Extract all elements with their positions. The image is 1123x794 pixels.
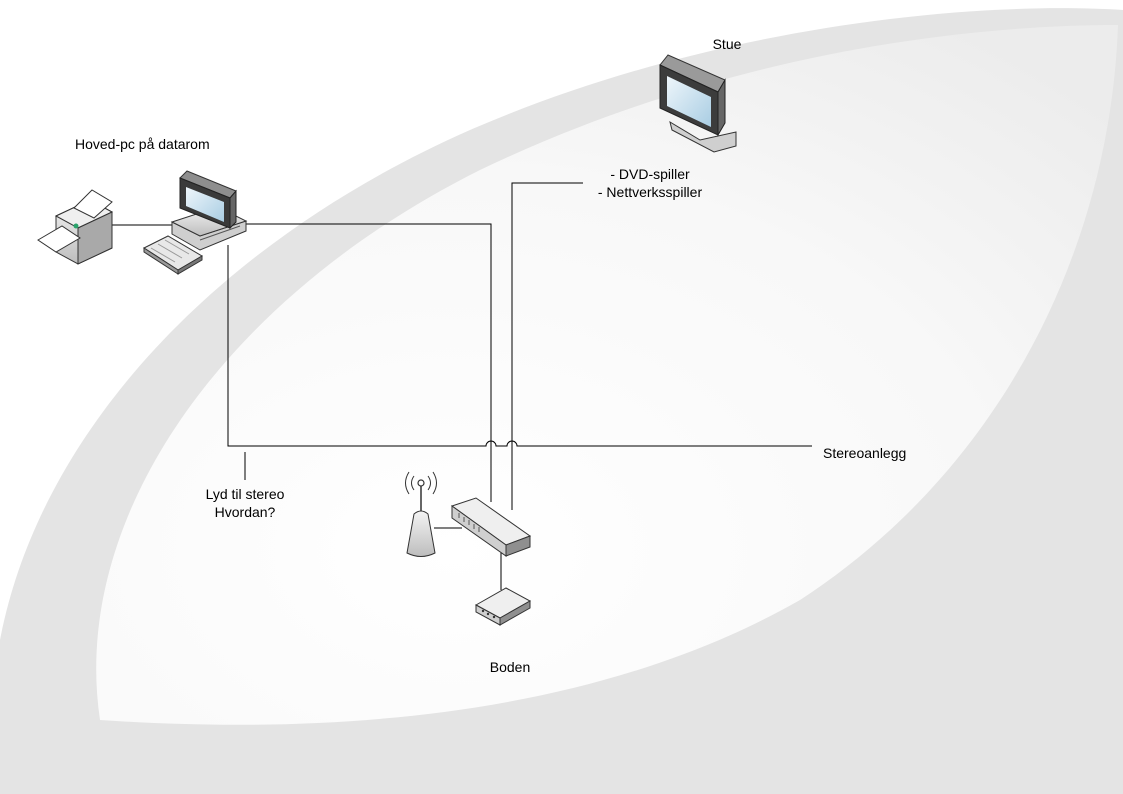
boden-label: Boden xyxy=(489,659,531,675)
stue-label: Stue xyxy=(712,36,742,52)
monitor-icon xyxy=(659,54,737,153)
network-switch-icon xyxy=(450,497,532,557)
modem-icon xyxy=(474,587,532,626)
stue-switch-link xyxy=(511,182,583,510)
stue-devices-list: - DVD-spiller - Nettverksspiller xyxy=(570,165,730,201)
devices-line-2: - Nettverksspiller xyxy=(597,184,703,200)
connection-lines xyxy=(110,182,812,590)
audio-note: Lyd til stereo Hvordan? xyxy=(185,485,305,521)
desktop-computer-icon xyxy=(170,170,248,251)
wireless-access-point-icon xyxy=(405,471,437,557)
devices-line-1: - DVD-spiller xyxy=(610,166,690,182)
pc-stereo-link xyxy=(227,245,812,447)
keyboard-icon xyxy=(142,235,203,275)
pc-switch-link xyxy=(245,223,492,502)
audio-line-2: Hvordan? xyxy=(214,504,276,520)
main-pc-label: Hoved-pc på datarom xyxy=(75,136,210,152)
audio-line-1: Lyd til stereo xyxy=(205,486,285,502)
background-swoosh xyxy=(0,8,1123,794)
printer-icon xyxy=(37,189,114,265)
stereo-label: Stereoanlegg xyxy=(823,445,907,461)
